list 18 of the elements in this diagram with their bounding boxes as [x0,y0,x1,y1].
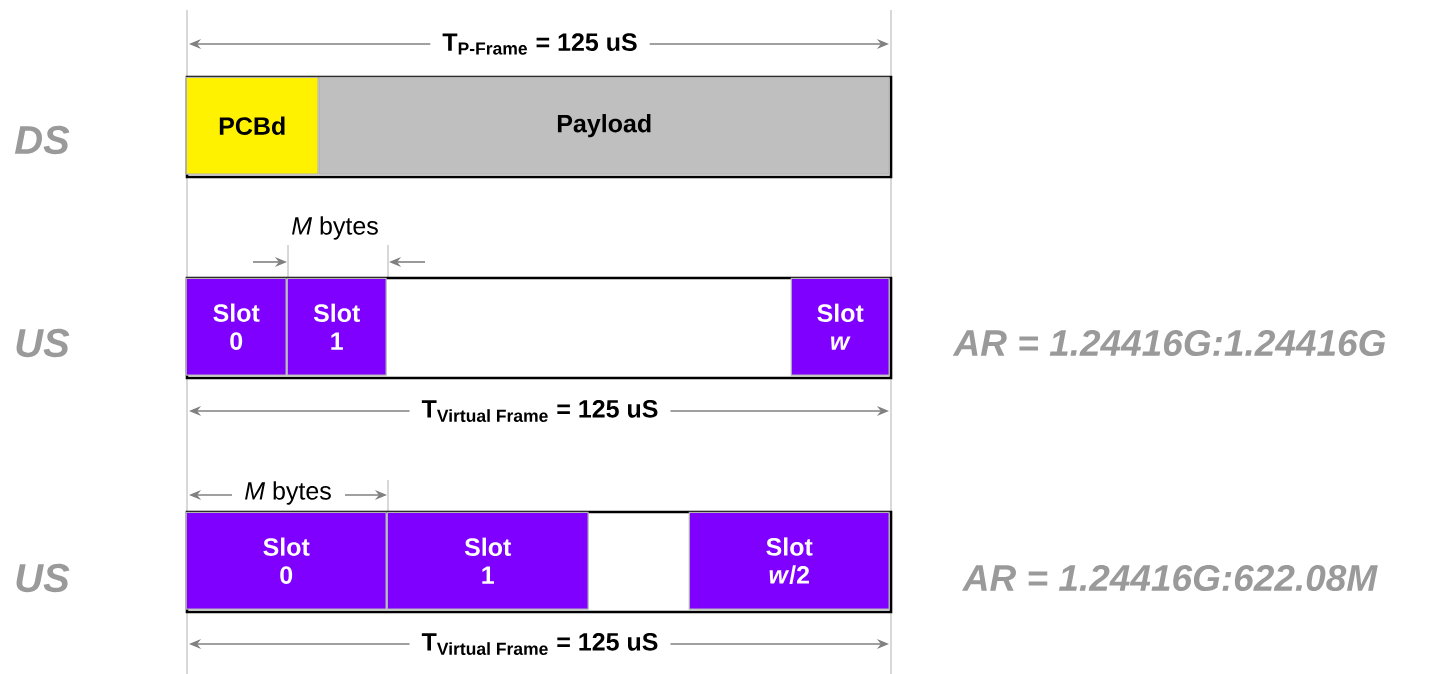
size-label: M bytes [245,481,331,505]
dimension-label: $\textbf{T}_{\textbf{P-Frame}}\textbf{ = 125 uS}$ [430,31,650,57]
slot-box: Slot 0 [185,277,287,376]
slot-box: Slot 1 [286,277,387,376]
slot-box: Slot w/2 [688,511,890,610]
slot-box: Slot 0 [185,511,387,610]
size-label: M bytes [292,216,378,240]
rate-label: AR = 1.24416G:622.08M [962,564,1378,592]
rate-label: AR = 1.24416G:1.24416G [952,329,1386,357]
slot-box: Slot w [790,277,890,376]
direction-label: US [16,563,70,593]
direction-label: DS [14,125,70,155]
payload-field: Payload [318,76,890,175]
dimension-label: $\textbf{T}_{\textbf{Virtual Frame}}\textbf{ = 125 uS}$ [409,630,671,657]
header-field: PCBd [185,76,319,175]
dimension-label: $\textbf{T}_{\textbf{Virtual Frame}}\textbf{ = 125 uS}$ [409,397,671,424]
direction-label: US [16,328,70,358]
slot-box: Slot 1 [386,511,589,610]
